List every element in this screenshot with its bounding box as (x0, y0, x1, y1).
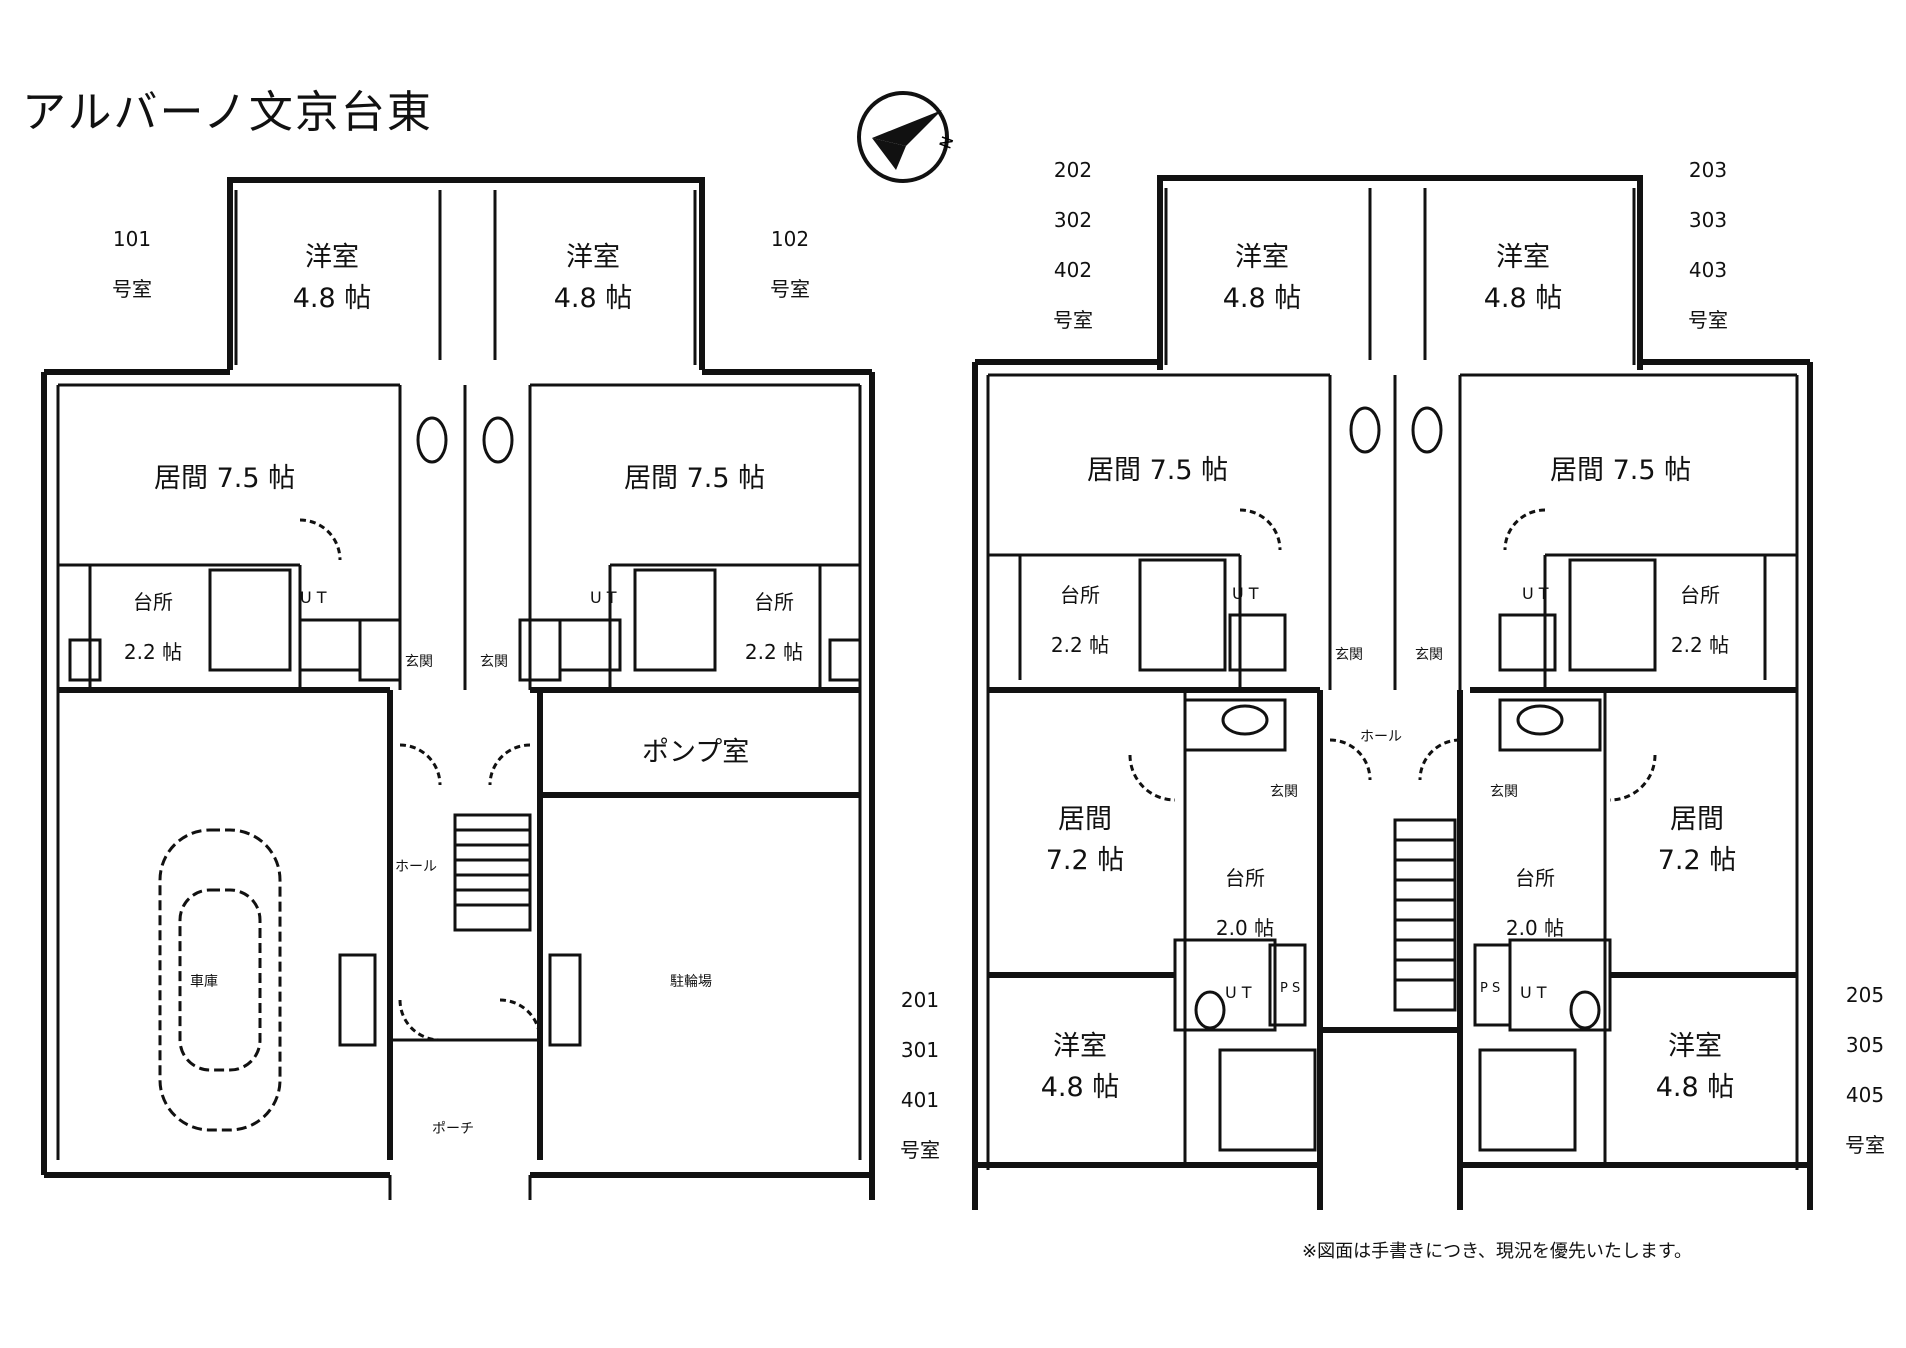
ut-label-203: U T (1522, 584, 1549, 603)
left-plan-walls (41, 177, 875, 1200)
entrance-label-101: 玄関 (405, 654, 433, 670)
hall-label-left: ホール (395, 859, 437, 875)
porch-label: ポーチ (432, 1121, 474, 1137)
right-plan-walls (972, 175, 1813, 1210)
parking-label: 駐輪場 (670, 974, 712, 990)
ps-label-201: P S (1280, 981, 1301, 996)
room-pump: ポンプ室 (642, 737, 750, 768)
north-label: N (936, 134, 954, 152)
ut-label-201: U T (1225, 983, 1252, 1002)
room-living-101: 居間 7.5 帖 (154, 463, 296, 494)
entrance-label-102: 玄関 (480, 654, 508, 670)
ut-label-202: U T (1232, 584, 1259, 603)
page-title: アルバーノ文京台東 (22, 87, 433, 138)
north-arrow-icon: N (857, 91, 954, 183)
ut-label-102: U T (590, 588, 617, 607)
carport-label: 車庫 (190, 974, 218, 990)
room-living-102: 居間 7.5 帖 (624, 463, 766, 494)
entrance-label-205: 玄関 (1490, 784, 1518, 800)
entrance-label-203: 玄関 (1415, 647, 1443, 663)
ps-label-205: P S (1480, 981, 1501, 996)
entrance-label-201: 玄関 (1270, 784, 1298, 800)
ut-label-101: U T (300, 588, 327, 607)
ut-label-205: U T (1520, 983, 1547, 1002)
entrance-label-202: 玄関 (1335, 647, 1363, 663)
disclaimer-note: ※図面は手書きにつき、現況を優先いたします。 (1302, 1241, 1693, 1262)
room-living-202: 居間 7.5 帖 (1087, 455, 1229, 486)
room-living-203: 居間 7.5 帖 (1550, 455, 1692, 486)
hall-label-right: ホール (1360, 729, 1402, 745)
